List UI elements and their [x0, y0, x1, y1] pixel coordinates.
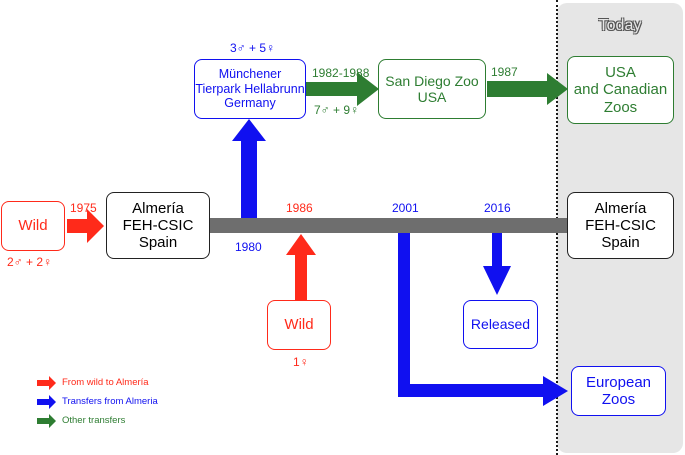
node-almeria-origin-line: FEH-CSIC — [122, 216, 194, 234]
node-almeria-today-line: FEH-CSIC — [585, 216, 656, 234]
legend-item-transfers-from-almeria: Transfers from Almeria — [62, 396, 158, 407]
node-munich-line: Münchener — [218, 67, 282, 82]
node-almeria-today-line: Spain — [601, 234, 640, 252]
arrow-almeria-to-european-zoos-2001 — [398, 233, 568, 406]
year-label-1980: 1980 — [235, 240, 262, 254]
legend-arrow-red — [37, 376, 56, 390]
node-san-diego: San Diego Zoo USA — [378, 59, 486, 119]
arrow-almeria-to-released-2016 — [483, 233, 511, 295]
node-european-zoos: European Zoos — [571, 366, 666, 416]
year-label-1975: 1975 — [70, 201, 97, 215]
node-munich: Münchener Tierpark Hellabrunn Germany — [194, 59, 306, 119]
san-diego-count-label: 7♂ + 9♀ — [314, 103, 360, 117]
node-almeria-today: Almería FEH-CSIC Spain — [567, 192, 674, 259]
year-label-1986: 1986 — [286, 201, 313, 215]
arrow-wild-to-almeria-1975 — [67, 209, 104, 243]
founders-label-1975: 2♂ + 2♀ — [7, 255, 53, 269]
node-wild-1986-line: Wild — [284, 316, 314, 334]
arrow-wild-to-almeria-1986 — [286, 234, 316, 300]
node-usa-canadian-zoos-line: Zoos — [603, 98, 638, 116]
arrow-munich-to-san-diego — [306, 72, 379, 106]
node-wild-1975: Wild — [1, 201, 65, 251]
legend-item-wild-to-almeria: From wild to Almería — [62, 377, 149, 388]
node-almeria-origin-line: Spain — [138, 234, 178, 252]
legend-item-other-transfers: Other transfers — [62, 415, 126, 426]
node-munich-line: Tierpark Hellabrunn — [195, 81, 305, 96]
node-usa-canadian-zoos-line: USA — [605, 64, 636, 82]
munich-count-label: 3♂ + 5♀ — [230, 41, 276, 55]
node-almeria-today-line: Almería — [594, 199, 647, 217]
node-usa-canadian-zoos: USA and Canadian Zoos — [567, 56, 674, 124]
founders-label-1986: 1♀ — [293, 355, 309, 369]
node-munich-line: Germany — [224, 96, 276, 111]
node-released-line: Released — [470, 316, 531, 333]
year-label-2001: 2001 — [392, 201, 419, 215]
node-usa-canadian-zoos-line: and Canadian — [573, 81, 668, 99]
node-released: Released — [463, 300, 538, 349]
arrow-almeria-to-munich-1980 — [232, 119, 266, 218]
legend-arrow-green — [37, 414, 56, 428]
legend-arrow-blue — [37, 395, 56, 409]
year-label-2016: 2016 — [484, 201, 511, 215]
year-label-1987: 1987 — [491, 65, 518, 79]
today-title: Today — [598, 17, 642, 34]
year-label-1982-1988: 1982-1988 — [312, 66, 370, 80]
node-almeria-origin-line: Almería — [132, 199, 184, 217]
arrow-san-diego-to-usa-canada — [487, 73, 568, 105]
timeline-bar — [209, 218, 567, 233]
node-european-zoos-line: Zoos — [601, 391, 636, 408]
node-san-diego-line: USA — [417, 89, 447, 105]
node-wild-1975-line: Wild — [18, 217, 48, 235]
node-european-zoos-line: European — [585, 373, 652, 391]
node-almeria-origin: Almería FEH-CSIC Spain — [106, 192, 210, 259]
node-san-diego-line: San Diego Zoo — [385, 72, 479, 89]
node-wild-1986: Wild — [267, 300, 331, 350]
